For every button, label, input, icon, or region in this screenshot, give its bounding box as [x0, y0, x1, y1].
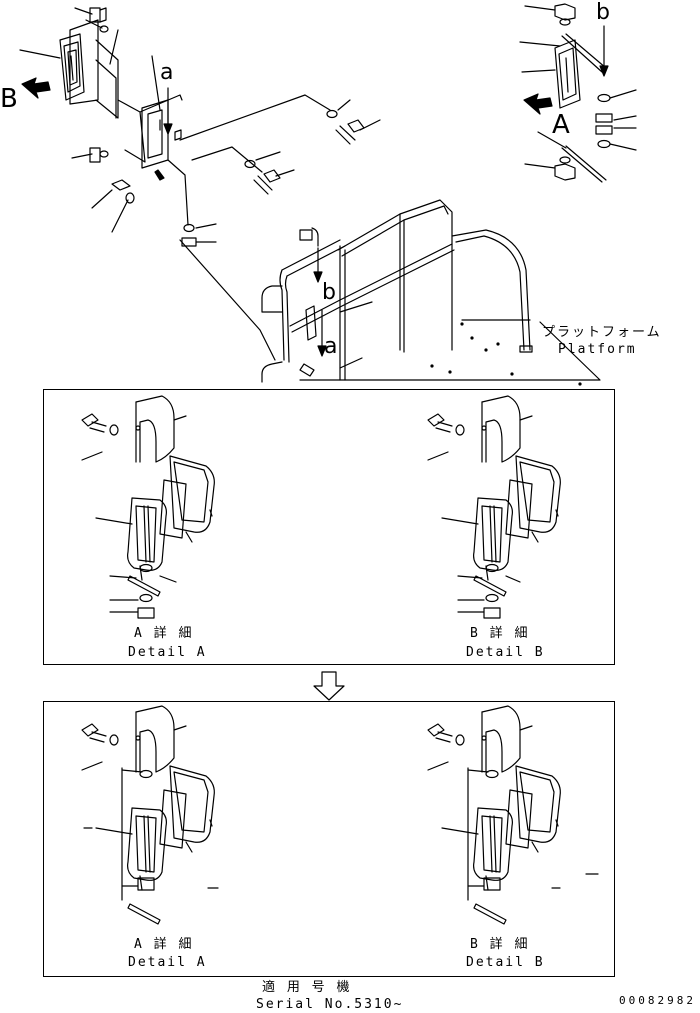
lower-detail-panel — [43, 701, 615, 977]
upper-detail-b-jp: B 詳 細 — [470, 626, 530, 641]
platform-letter-b: b — [322, 280, 336, 305]
top-left-assembly — [19, 7, 381, 361]
view-letter-b: B — [0, 84, 18, 114]
lower-detail-a-jp: A 詳 細 — [134, 937, 194, 952]
platform-label-en: Platform — [558, 342, 637, 357]
lower-detail-a-en: Detail A — [128, 955, 207, 970]
lower-detail-b-parts — [427, 705, 599, 925]
upper-detail-b-parts — [427, 395, 561, 619]
lower-detail-a-parts — [81, 705, 219, 925]
view-letter-a: A — [552, 110, 570, 140]
serial-label-jp: 適 用 号 機 — [262, 980, 352, 995]
lower-detail-b-jp: B 詳 細 — [470, 937, 530, 952]
upper-detail-a-jp: A 詳 細 — [134, 626, 194, 641]
upper-detail-a-parts — [81, 395, 215, 619]
upper-detail-panel — [43, 389, 615, 665]
serial-label-en: Serial No.5310~ — [256, 997, 404, 1012]
view-letter-b-small: b — [596, 0, 610, 25]
top-right-assembly — [519, 3, 637, 183]
upper-detail-b-en: Detail B — [466, 645, 545, 660]
platform-label-jp: プラットフォーム — [542, 325, 662, 340]
drawing-code: 00082982 — [619, 994, 696, 1007]
lower-detail-b-en: Detail B — [466, 955, 545, 970]
down-arrow-icon — [313, 671, 345, 701]
upper-detail-a-en: Detail A — [128, 645, 207, 660]
platform-letter-a: a — [324, 334, 338, 359]
view-letter-a-small: a — [160, 60, 174, 85]
platform-drawing — [261, 199, 601, 386]
